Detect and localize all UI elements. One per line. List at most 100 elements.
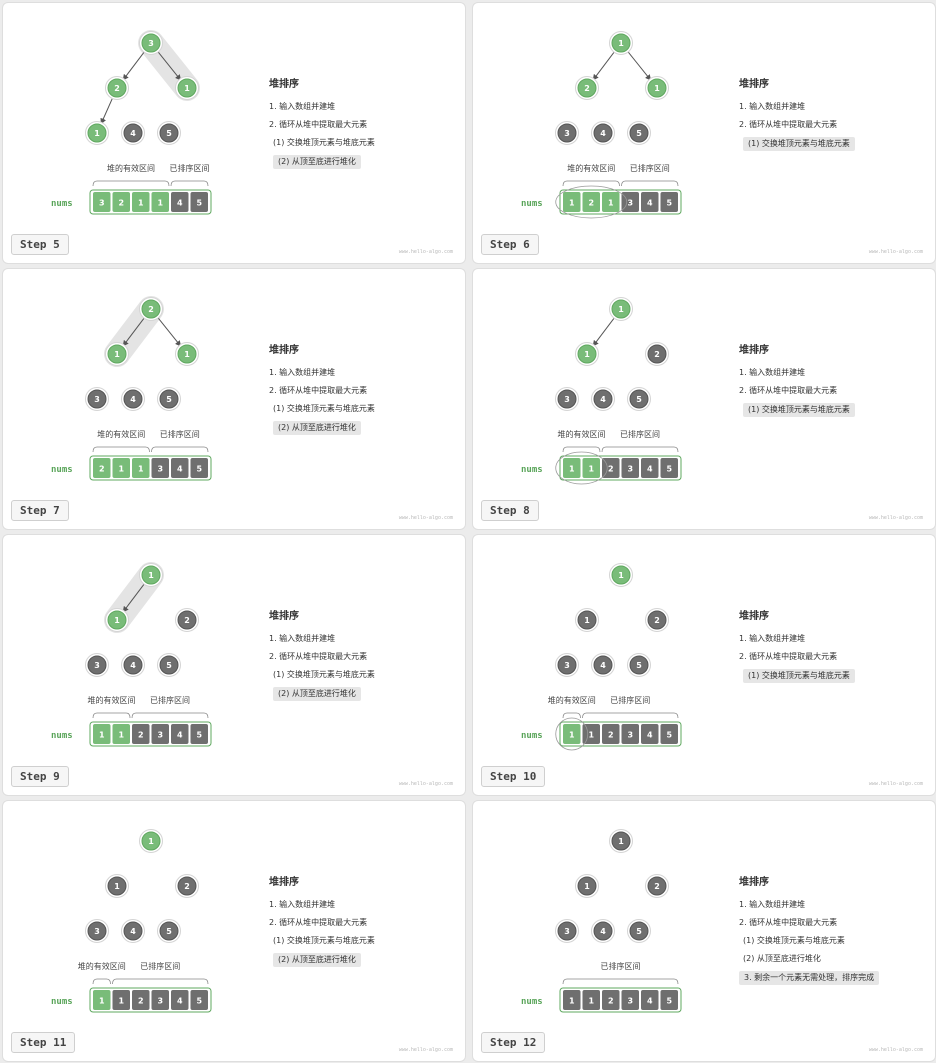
tree-node-value: 2 [654,882,660,891]
array-cell: 2 [602,724,620,744]
array-cell-value: 5 [196,997,202,1006]
array-cell: 1 [112,990,130,1010]
array-cell-value: 1 [588,731,594,740]
sorted-range-brace [562,978,679,985]
tree-node: 1 [645,76,669,100]
sorted-range-label: 已排序区间 [601,961,641,971]
tree-node-value: 4 [130,129,136,138]
tree-node: 5 [157,387,181,411]
tree-node-value: 1 [654,84,660,93]
heap-range-label: 堆的有效区间 [88,695,136,705]
array-cell: 2 [132,990,150,1010]
nums-label: nums [521,997,543,1007]
array-cell-value: 3 [157,465,163,474]
algorithm-title: 堆排序 [739,877,769,888]
tree-node-value: 1 [148,837,154,846]
tree-edge [156,49,182,81]
array-cell: 1 [582,724,600,744]
tree-node-value: 4 [130,927,136,936]
tree-node-value: 2 [114,84,120,93]
tree-node: 1 [175,76,199,100]
array-cell-value: 4 [177,997,183,1006]
watermark: www.hello-algo.com [398,515,453,521]
tree-node: 5 [627,919,651,943]
array-cell-value: 1 [588,997,594,1006]
array-cell-value: 5 [666,731,672,740]
tree-node: 1 [609,563,633,587]
array-cell-value: 4 [177,199,183,208]
current-step-line: (2) 从顶至底进行堆化 [273,421,361,435]
array-cell-value: 2 [138,731,144,740]
sorted-range-label: 已排序区间 [610,695,650,705]
tree-node: 5 [627,121,651,145]
nums-label: nums [51,997,73,1007]
algorithm-title: 堆排序 [739,345,769,356]
nums-label: nums [51,465,73,475]
heap-range-brace [92,712,131,719]
heap-range-label: 堆的有效区间 [107,163,155,173]
watermark: www.hello-algo.com [868,249,923,255]
tree-node-value: 2 [584,84,590,93]
step-line: 2. 循环从堆中提取最大元素 [739,120,838,129]
tree-node: 3 [139,31,163,55]
heap-range-label: 堆的有效区间 [97,429,145,439]
step-line: 1. 输入数组并建堆 [739,368,806,377]
array-cell-value: 4 [647,465,653,474]
array-cell: 1 [132,458,150,478]
tree-node-value: 4 [130,395,136,404]
heap-range-brace [92,180,170,187]
tree-node: 2 [175,608,199,632]
tree-node: 5 [627,653,651,677]
array-cell: 4 [171,990,189,1010]
step-line: 1. 输入数组并建堆 [739,102,806,111]
tree-node-value: 3 [94,927,100,936]
tree-node-value: 1 [618,39,624,48]
algorithm-title: 堆排序 [269,611,299,622]
tree-node: 4 [591,919,615,943]
step-line: 2. 循环从堆中提取最大元素 [269,652,368,661]
step-line: 1. 输入数组并建堆 [739,900,806,909]
array-cell-value: 1 [569,199,575,208]
tree-node-value: 1 [114,882,120,891]
sorted-range-label: 已排序区间 [140,961,180,971]
array-cell: 5 [660,724,678,744]
tree-node: 1 [575,608,599,632]
swap-indicator [555,451,608,485]
array-cell: 5 [190,990,208,1010]
array-cell-value: 5 [196,465,202,474]
array-cell-value: 1 [118,465,124,474]
tree-node-value: 1 [184,350,190,359]
array-cell-value: 3 [627,199,633,208]
heap-range-label: 堆的有效区间 [78,961,126,971]
tree-node-value: 1 [184,84,190,93]
heap-range-brace [562,712,581,719]
step-line: 1. 输入数组并建堆 [269,368,336,377]
tree-node: 2 [575,76,599,100]
tree-node: 3 [85,387,109,411]
array-cell: 4 [641,724,659,744]
watermark: www.hello-algo.com [398,249,453,255]
array-cell: 3 [93,192,111,212]
array-cell: 4 [171,458,189,478]
array-cell-value: 3 [627,731,633,740]
tree-node-value: 4 [130,661,136,670]
array-cell: 2 [602,990,620,1010]
array-cell-value: 2 [99,465,105,474]
array-cell: 2 [112,192,130,212]
array-cell: 2 [582,192,600,212]
heap-range-label: 堆的有效区间 [567,163,615,173]
tree-node-value: 5 [166,395,172,404]
algorithm-title: 堆排序 [269,345,299,356]
array-cell: 1 [132,192,150,212]
algorithm-title: 堆排序 [739,79,769,90]
